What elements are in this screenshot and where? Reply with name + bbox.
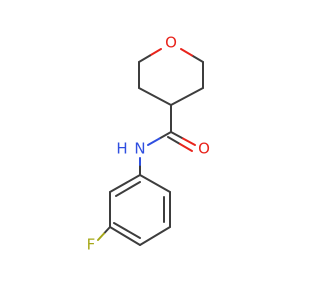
bond-oring-right-a (191, 54, 204, 63)
bond-oring-left-a (149, 48, 162, 57)
amide-nitrogen-label: N (134, 140, 145, 158)
bond-carbonyl-2-b (179, 143, 193, 152)
bond-c-f-b (97, 232, 105, 241)
bond-aryl-5 (109, 174, 141, 193)
bond-carbonyl-n-b (147, 137, 161, 146)
bond-carbonyl-n-a (158, 131, 172, 140)
ring-oxygen-label: O (165, 34, 177, 52)
carbonyl-oxygen-label: O (198, 140, 210, 158)
bonds (97, 48, 204, 246)
bond-ring-right-lower (170, 87, 204, 106)
bond-aryl-2 (139, 226, 171, 246)
bond-c-f-a (103, 226, 111, 235)
molecule-diagram: O O N H F (87, 34, 210, 254)
bond-aryl-0 (139, 174, 171, 193)
bond-oring-right-b (180, 48, 193, 57)
fluorine-label: F (87, 236, 96, 254)
amide-hydrogen-label: H (116, 140, 127, 158)
atom-labels: O O N H F (87, 34, 210, 254)
bond-oring-left-b (138, 54, 151, 63)
bond-aryl-inner-bottom (113, 222, 141, 239)
bond-ring-left-lower (138, 87, 172, 106)
bond-aryl-3 (109, 226, 141, 246)
bond-carbonyl-1-a (170, 131, 184, 140)
bond-carbonyl-1-b (182, 137, 196, 146)
bond-aryl-inner-top (115, 181, 141, 197)
bond-carbonyl-2-a (167, 136, 181, 145)
